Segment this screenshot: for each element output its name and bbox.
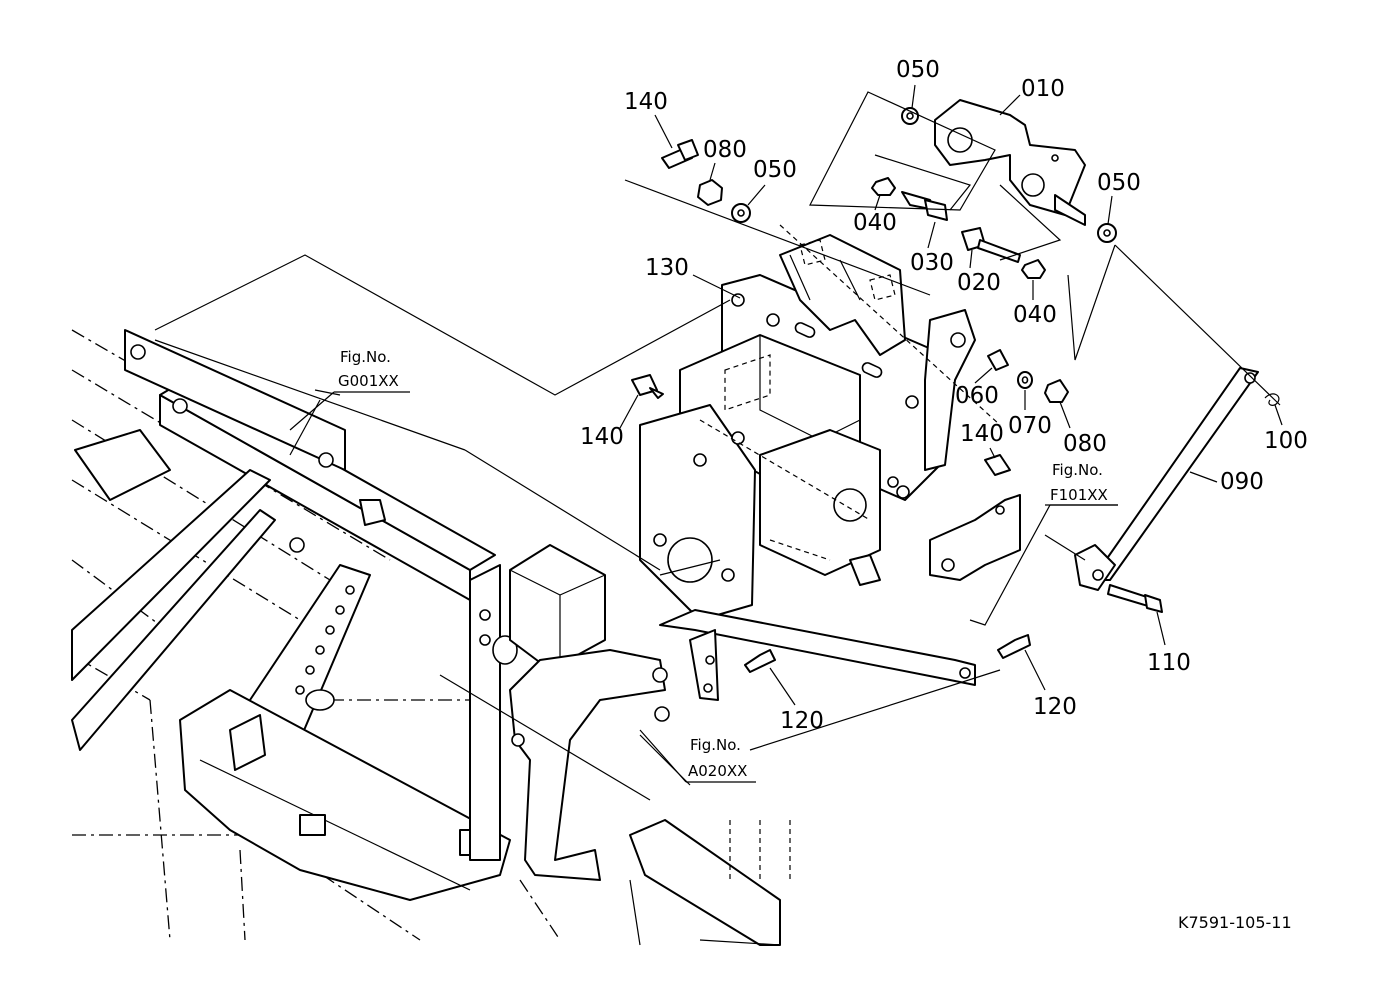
fig-ref-label: Fig.No. [340, 348, 391, 366]
label-050: 050 [896, 57, 940, 83]
fig-ref-code: F101XX [1050, 486, 1108, 504]
figure-refs: Fig.No. G001XX Fig.No. F101XX Fig.No. A0… [289, 348, 1118, 783]
label-040: 040 [853, 210, 897, 236]
fig-ref-code: A020XX [688, 762, 747, 780]
drawing-code: K7591-105-11 [1178, 913, 1292, 932]
bracket-010 [934, 99, 1086, 226]
label-100: 100 [1264, 428, 1308, 454]
label-110: 110 [1147, 650, 1191, 676]
label-080: 080 [1063, 431, 1107, 457]
part-labels: 140 080 050 050 010 050 040 030 020 040 … [580, 57, 1308, 734]
fig-ref-f101xx: Fig.No. F101XX [1045, 461, 1118, 506]
label-090: 090 [1220, 469, 1264, 495]
fig-ref-code: G001XX [338, 372, 399, 390]
leader-lines [154, 91, 1281, 801]
label-050: 050 [1097, 170, 1141, 196]
label-140: 140 [624, 89, 668, 115]
label-120: 120 [1033, 694, 1077, 720]
label-130: 130 [645, 255, 689, 281]
label-020: 020 [957, 270, 1001, 296]
fig-ref-a020xx: Fig.No. A020XX [639, 729, 756, 783]
label-080: 080 [703, 137, 747, 163]
fig-ref-label: Fig.No. [1052, 461, 1103, 479]
label-120: 120 [780, 708, 824, 734]
label-030: 030 [910, 250, 954, 276]
label-060: 060 [955, 383, 999, 409]
label-070: 070 [1008, 413, 1052, 439]
label-140: 140 [580, 424, 624, 450]
label-010: 010 [1021, 76, 1065, 102]
label-140: 140 [960, 421, 1004, 447]
panel-130 [639, 234, 976, 621]
label-050: 050 [753, 157, 797, 183]
fig-ref-label: Fig.No. [690, 736, 741, 754]
tractor-frame [71, 329, 791, 946]
fig-ref-g001xx: Fig.No. G001XX [289, 348, 410, 431]
label-040: 040 [1013, 302, 1057, 328]
hardware [631, 107, 1280, 701]
